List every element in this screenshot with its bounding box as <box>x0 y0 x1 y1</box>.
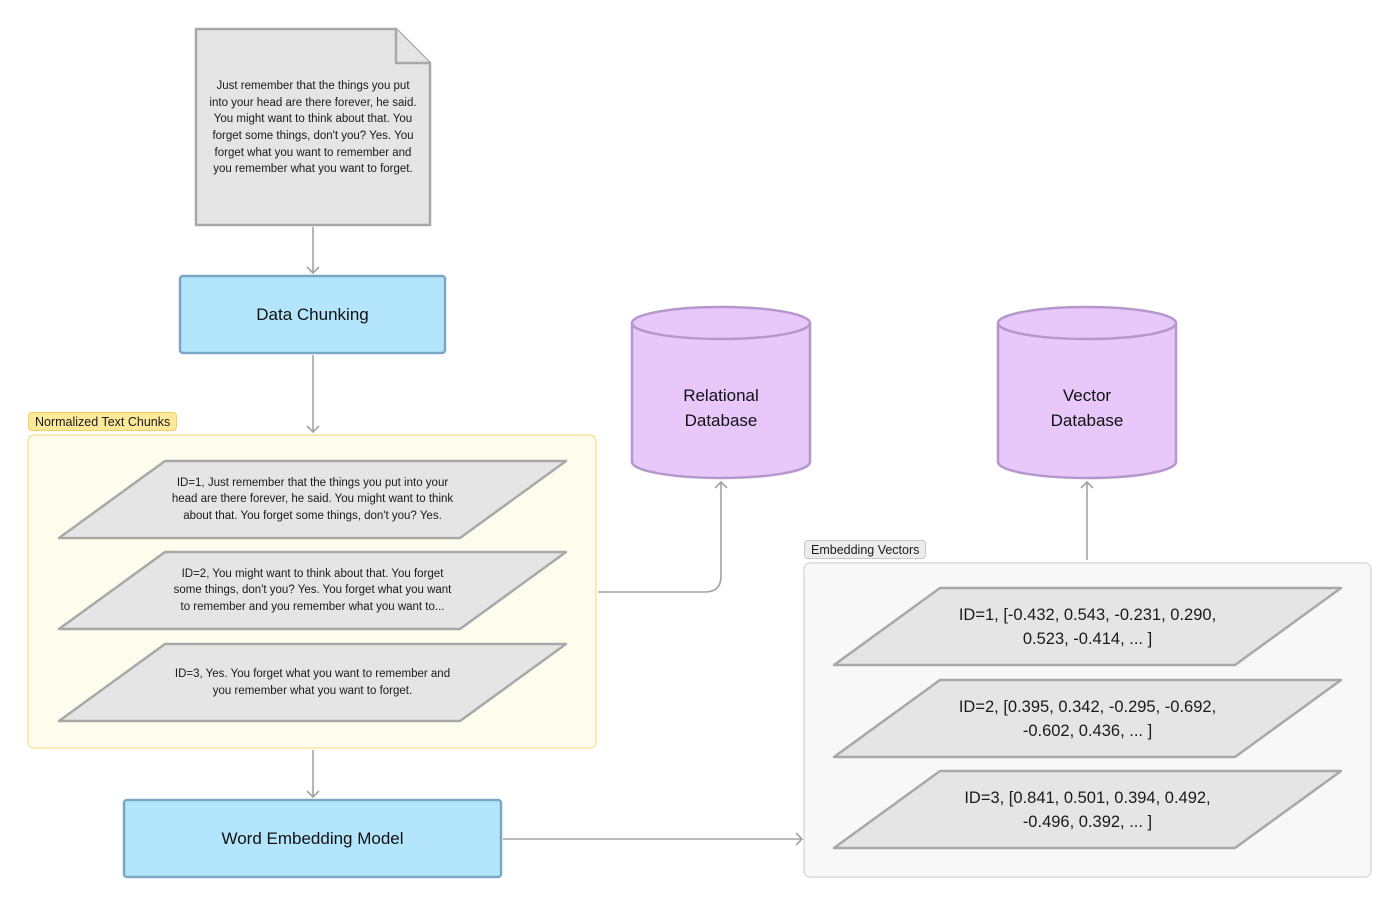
arrow-chunks-to-relational-db <box>598 480 728 593</box>
embedding-vectors-label: Embedding Vectors <box>804 540 927 559</box>
relational-database-label: Relational Database <box>683 386 759 430</box>
vector-text-3: ID=3, [0.841, 0.501, 0.394, 0.492, -0.49… <box>964 788 1211 831</box>
data-chunking-label: Data Chunking <box>256 304 369 324</box>
vector-database-cylinder <box>996 305 1178 480</box>
vector-text-1: ID=1, [-0.432, 0.543, -0.231, 0.290, 0.5… <box>958 605 1217 648</box>
chunk-text-1: ID=1, Just remember that the things you … <box>171 476 454 522</box>
document-fold <box>394 29 430 65</box>
chunk-shape-1 <box>57 459 568 540</box>
source-document-text: Just remember that the things you put in… <box>209 80 417 176</box>
vector-shape-2 <box>832 678 1343 759</box>
vector-shape-3 <box>832 769 1343 850</box>
source-document-shape <box>194 27 432 227</box>
data-chunking-box <box>178 274 447 355</box>
normalized-text-chunks-label: Normalized Text Chunks <box>28 412 178 431</box>
chunk-text-3: ID=3, Yes. You forget what you want to r… <box>174 667 451 697</box>
vector-text-2: ID=2, [0.395, 0.342, -0.295, -0.692, -0.… <box>958 697 1217 740</box>
vector-database-label: Vector Database <box>1050 386 1124 430</box>
chunk-text-2: ID=2, You might want to think about that… <box>173 567 452 613</box>
word-embedding-model-box <box>122 798 503 879</box>
chunk-shape-3 <box>57 642 568 723</box>
relational-database-cylinder <box>630 305 812 480</box>
vector-shape-1 <box>832 586 1343 667</box>
chunk-shape-2 <box>57 550 568 631</box>
word-embedding-model-label: Word Embedding Model <box>221 828 404 848</box>
